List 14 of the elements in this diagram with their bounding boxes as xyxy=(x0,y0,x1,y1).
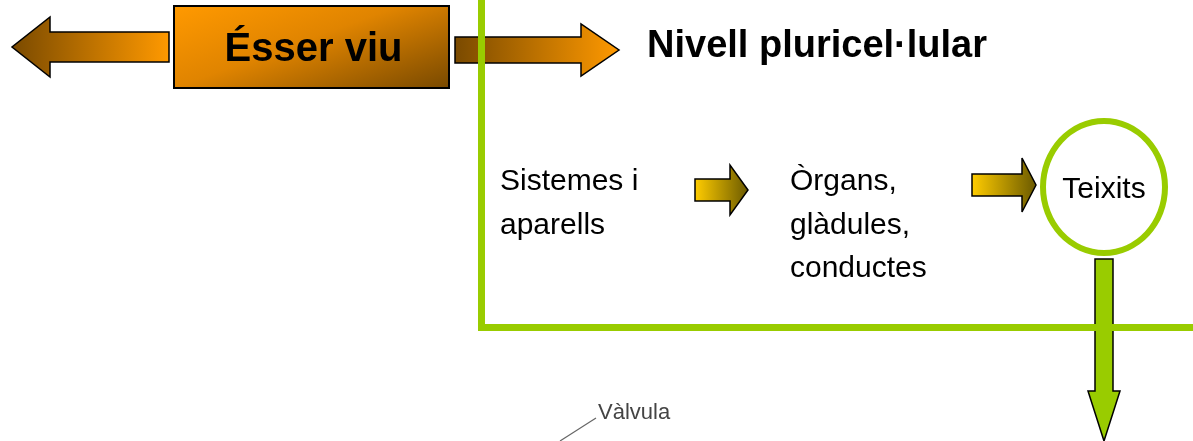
block-arrow xyxy=(1086,258,1122,441)
title-text: Ésser viu xyxy=(223,24,404,71)
callout-label: Vàlvula xyxy=(598,398,672,426)
block-arrow xyxy=(454,22,621,78)
heading-text: Nivell pluricel·lular xyxy=(647,22,988,67)
highlight-ellipse xyxy=(1040,118,1168,256)
block-arrow xyxy=(971,157,1037,213)
level-label: Òrgans, glàdules, conductes xyxy=(790,162,928,285)
level-label: Sistemes i aparells xyxy=(500,162,640,242)
level-label: Teixits xyxy=(1061,170,1147,206)
block-arrow xyxy=(694,162,749,218)
title-box xyxy=(173,5,450,89)
block-arrow xyxy=(10,15,170,79)
leader-line xyxy=(559,417,597,441)
